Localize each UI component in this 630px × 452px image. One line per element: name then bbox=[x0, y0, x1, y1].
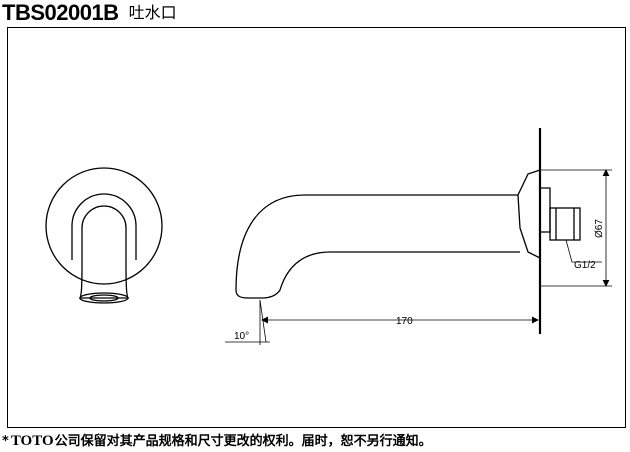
spout-body-profile bbox=[235, 194, 520, 299]
angle-label: 10° bbox=[234, 331, 249, 342]
diameter-label: Ø67 bbox=[594, 219, 605, 238]
footer-asterisk: * bbox=[2, 434, 9, 449]
thread-stub bbox=[549, 207, 581, 241]
aerator-inner bbox=[89, 294, 119, 302]
front-view bbox=[45, 167, 163, 304]
product-name: 吐水口 bbox=[128, 3, 177, 22]
title-row: TBS02001B 吐水口 bbox=[2, 0, 177, 26]
footer-notice: *TOTO公司保留对其产品规格和尺寸更改的权利。届时，恕不另行通知。 bbox=[2, 430, 432, 450]
footer-notice-text: 公司保留对其产品规格和尺寸更改的权利。届时，恕不另行通知。 bbox=[54, 434, 432, 449]
escutcheon-circle bbox=[45, 167, 163, 285]
side-view bbox=[235, 128, 581, 334]
brand-name: TOTO bbox=[10, 433, 54, 449]
model-number: TBS02001B bbox=[2, 0, 119, 25]
spout-front-neck bbox=[78, 267, 130, 299]
spout-inner-profile bbox=[81, 205, 127, 268]
dimension-lines bbox=[225, 169, 612, 345]
length-label: 170 bbox=[396, 316, 413, 327]
spout-outer-profile bbox=[71, 193, 137, 260]
thread-label: G1/2 bbox=[574, 260, 596, 271]
connector-body bbox=[540, 187, 551, 233]
drawing-frame bbox=[7, 27, 626, 428]
flange-profile bbox=[517, 169, 541, 259]
aerator-ellipse bbox=[79, 292, 129, 304]
